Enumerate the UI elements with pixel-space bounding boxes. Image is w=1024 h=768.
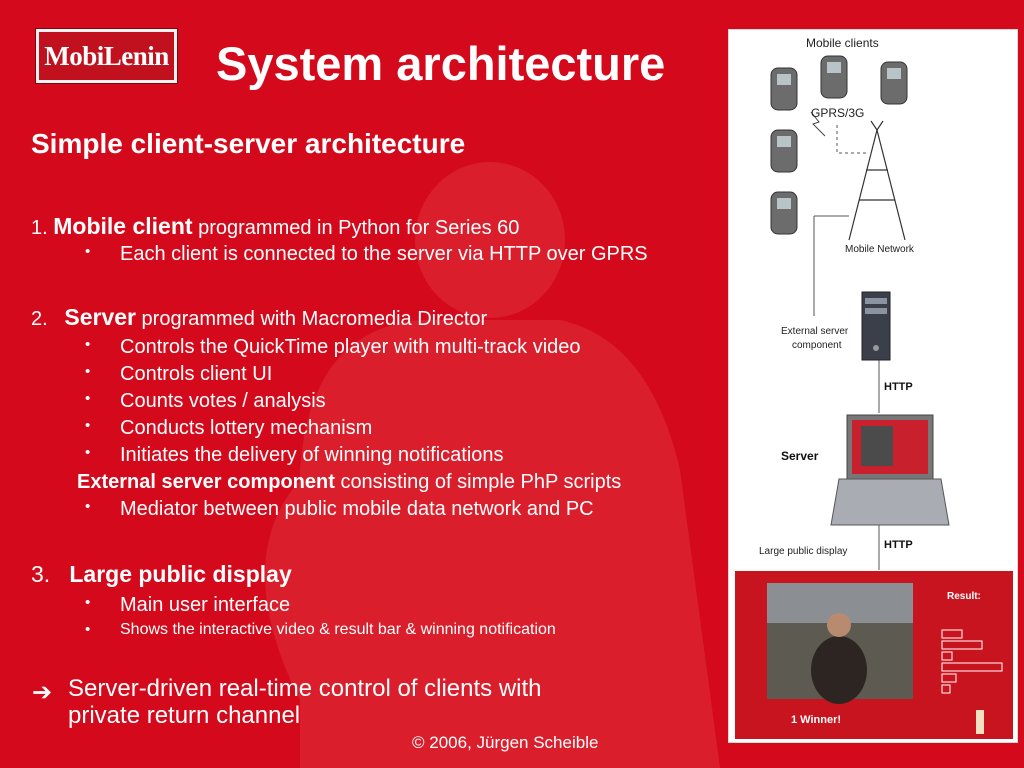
section-3-number: 3. [31,561,51,587]
section-2-bullet-1: • Controls the QuickTime player with mul… [85,336,581,359]
large-display-label: Large public display [759,546,848,557]
laptop-icon [830,414,950,526]
section-3-title: Large public display [69,561,292,587]
large-display-screen [735,571,1013,739]
external-component-bullet-1: • Mediator between public mobile data ne… [85,498,594,521]
antenna-tower-icon [848,120,906,241]
gprs-label: GPRS/3G [811,106,865,120]
server-label: Server [781,449,819,463]
external-server-label-2: component [792,340,842,351]
bullet-icon: • [85,243,91,260]
result-label: Result: [947,591,981,602]
wireless-signal-icon [810,111,826,137]
external-server-label-1: External server [781,326,849,337]
mobilenin-logo: MobiLenin [36,29,177,83]
http-label-1: HTTP [884,381,913,393]
slide-subtitle: Simple client-server architecture [31,128,466,159]
section-1-bullet-1: • Each client is connected to the server… [85,243,648,266]
bullet-icon: • [85,444,91,461]
section-2-bullet-5: • Initiates the delivery of winning noti… [85,444,504,467]
section-2-number: 2. [31,308,48,330]
bullet-text: Counts votes / analysis [120,390,326,412]
external-component-heading: External server component consisting of … [77,471,621,494]
section-3-bullet-1: • Main user interface [85,594,291,617]
section-2-heading: 2. Server programmed with Macromedia Dir… [31,304,487,331]
bullet-icon: • [85,390,91,407]
bullet-icon: • [85,417,91,434]
bullet-text: Mediator between public mobile data netw… [120,498,594,520]
bullet-text: Controls the QuickTime player with multi… [120,336,581,358]
gprs-link [836,125,869,154]
bullet-text: Conducts lottery mechanism [120,417,373,439]
section-2-bullet-2: • Controls client UI [85,363,273,386]
arrow-right-icon: ➔ [32,679,53,706]
bullet-text: Main user interface [120,594,291,616]
section-3-heading: 3. Large public display [31,561,292,588]
external-component-title: External server component [77,471,335,493]
section-2-bullet-4: • Conducts lottery mechanism [85,417,373,440]
slide-title: System architecture [216,37,666,90]
section-1-heading: 1. Mobile client programmed in Python fo… [31,213,519,240]
bullet-text: Initiates the delivery of winning notifi… [120,444,504,466]
copyright-text: © 2006, Jürgen Scheible [412,733,599,752]
section-3-bullet-2: • Shows the interactive video & result b… [85,621,556,639]
bullet-icon: • [85,594,91,611]
external-component-desc: consisting of simple PhP scripts [340,471,622,493]
mobile-clients-label: Mobile clients [806,36,879,50]
section-2-bullet-3: • Counts votes / analysis [85,390,326,413]
bullet-icon: • [85,336,91,353]
bullet-text: Each client is connected to the server v… [120,243,648,265]
bullet-icon: • [85,363,91,380]
server-tower-icon [861,291,891,361]
winner-label: 1 Winner! [791,714,842,726]
architecture-diagram: Mobile clients GPRS/3G Mobile Network Ex… [728,29,1018,743]
bullet-icon: • [85,498,91,515]
diagram-graphics [735,55,1013,739]
mobile-network-label: Mobile Network [845,244,914,255]
section-1-title: Mobile client [53,213,193,239]
bullet-text: Shows the interactive video & result bar… [120,621,556,638]
http-label-2: HTTP [884,539,913,551]
section-2-title: Server [64,304,136,330]
bullet-text: Controls client UI [120,363,273,385]
section-1-desc: programmed in Python for Series 60 [198,217,520,239]
conclusion-line-2: private return channel [68,702,301,729]
bullet-icon: • [85,621,91,638]
section-2-desc: programmed with Macromedia Director [141,308,488,330]
conclusion-line-1: Server-driven real-time control of clien… [68,675,542,702]
section-1-number: 1. [31,217,48,239]
phone-icon [770,55,908,235]
